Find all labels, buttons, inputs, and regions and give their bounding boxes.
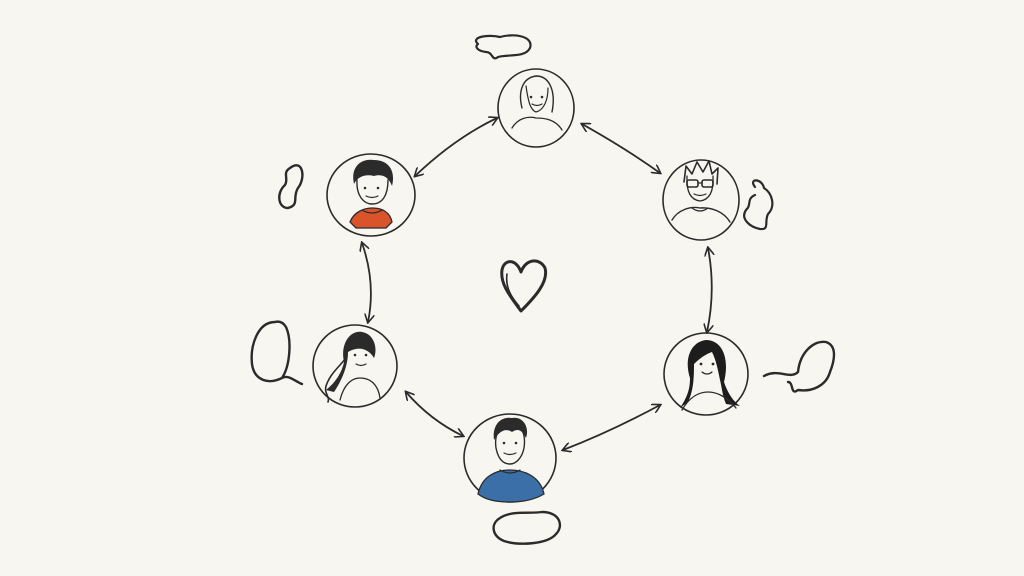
- heart-icon: [500, 259, 548, 313]
- thought-bubble-bottom: [492, 510, 562, 545]
- person-upper-right: [662, 159, 740, 241]
- arrow-lower-right-bottom: [563, 405, 660, 450]
- person-upper-left: [326, 153, 416, 237]
- thought-bubbles: [250, 34, 836, 545]
- thought-bubble-top: [475, 34, 532, 60]
- person-lower-left: [312, 324, 398, 408]
- arrow-top-upper-right: [582, 124, 660, 173]
- person-lower-right: [663, 332, 749, 416]
- arrow-lower-left-upper-left: [362, 243, 371, 322]
- person-top: [497, 68, 575, 148]
- arrow-upper-right-lower-right: [707, 248, 712, 332]
- thought-bubble-lower-left: [250, 320, 304, 386]
- thought-bubble-upper-left: [278, 164, 304, 210]
- arrow-top-upper-left: [415, 118, 497, 176]
- person-bottom: [463, 413, 557, 503]
- connection-arrows: [362, 118, 712, 450]
- thought-bubble-lower-right: [762, 340, 836, 393]
- arrow-bottom-lower-left: [406, 392, 463, 436]
- thought-bubble-upper-right: [743, 179, 774, 231]
